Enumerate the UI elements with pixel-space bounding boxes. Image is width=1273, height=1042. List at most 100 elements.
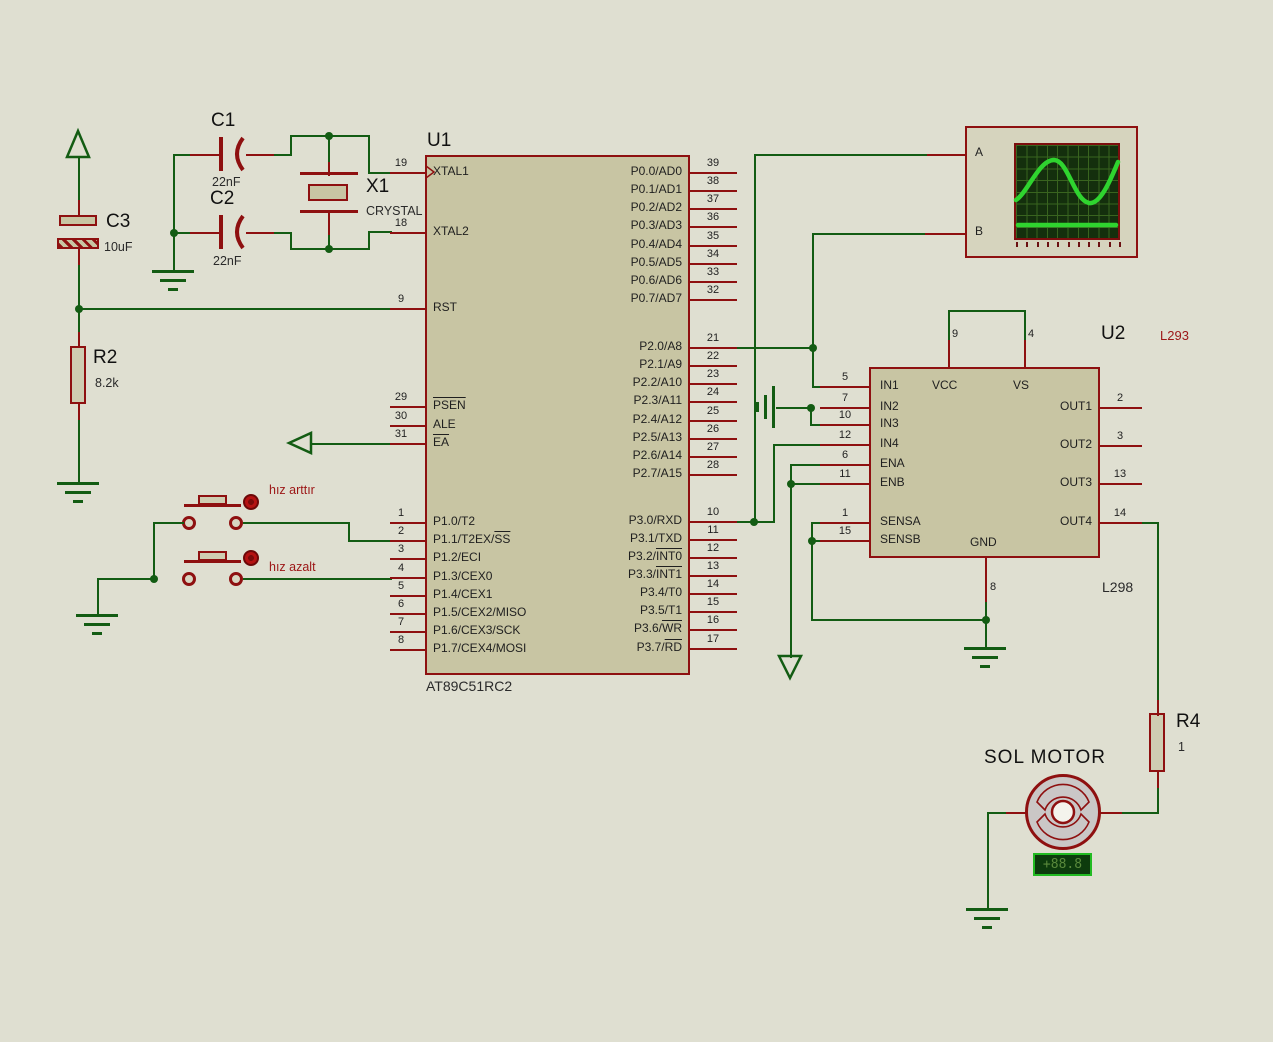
- crystal-value: CRYSTAL: [366, 204, 423, 218]
- u1-pin-name: P2.7/A15: [500, 467, 682, 480]
- pin-name-text: RD: [664, 640, 682, 654]
- u1-pin-stub: [690, 299, 737, 301]
- wire-segment: [985, 600, 987, 649]
- button1-actuator-icon[interactable]: [243, 494, 259, 510]
- u1-pin-stub: [690, 593, 737, 595]
- u2-pin-name: OUT2: [992, 438, 1092, 451]
- pin-name-text: P2.1/A9: [639, 357, 682, 371]
- c2-plate-curved: [235, 214, 245, 250]
- u1-pin-name: P0.6/AD6: [500, 274, 682, 287]
- scope-channel-b-label: B: [975, 224, 984, 238]
- u1-pin-name: XTAL1: [433, 165, 469, 178]
- u2-chip-body[interactable]: [869, 367, 1100, 558]
- component-lead: [246, 232, 274, 234]
- u1-reference: U1: [427, 130, 452, 151]
- pin-name-text: XTAL2: [433, 224, 469, 238]
- scope-trace-waveform: [1013, 157, 1121, 228]
- wire-segment: [1120, 812, 1159, 814]
- button2-terminal-right[interactable]: [229, 572, 243, 586]
- component-lead: [948, 340, 950, 369]
- pin-name-text: P0.5/AD5: [630, 255, 682, 269]
- u1-pin-name: P1.5/CEX2/MISO: [433, 606, 526, 619]
- u2-pin-name: ENB: [880, 476, 905, 489]
- c2-plate-straight[interactable]: [219, 215, 223, 249]
- r4-body[interactable]: [1149, 713, 1165, 772]
- wire-segment: [1024, 310, 1026, 342]
- u1-pin-stub: [690, 383, 737, 385]
- u1-pin-stub: [690, 575, 737, 577]
- pin-number: 19: [394, 157, 408, 169]
- u1-pin-stub: [690, 539, 737, 541]
- button2-actuator-icon[interactable]: [243, 550, 259, 566]
- wire-segment: [78, 158, 80, 202]
- u1-pin-name: P0.4/AD4: [500, 238, 682, 251]
- wire-segment: [368, 231, 392, 233]
- u1-pin-name: P2.0/A8: [500, 340, 682, 353]
- pin-number: 6: [397, 598, 405, 610]
- pin-number: 12: [838, 429, 852, 441]
- wire-segment: [735, 347, 814, 349]
- wire-segment: [754, 154, 756, 523]
- component-lead: [78, 248, 80, 265]
- crystal-body[interactable]: [308, 184, 348, 201]
- junction-dot: [807, 404, 815, 412]
- pin-number: 38: [706, 175, 720, 187]
- junction-dot: [809, 344, 817, 352]
- pin-name-text: P3.0/RXD: [628, 513, 682, 527]
- u1-pin-name: P0.3/AD3: [500, 219, 682, 232]
- pin-number: 14: [706, 578, 720, 590]
- u2-pin-name: OUT1: [992, 400, 1092, 413]
- junction-dot: [75, 305, 83, 313]
- pin-name-text: SENSB: [880, 532, 921, 546]
- ground-symbol-bar: [73, 500, 83, 503]
- pin-number: 26: [706, 423, 720, 435]
- u2-pin-name: VCC: [932, 379, 957, 392]
- u1-pin-name: XTAL2: [433, 225, 469, 238]
- pin-name-text: P3.1/TXD: [629, 531, 682, 545]
- pin-number: 12: [706, 542, 720, 554]
- u1-pin-name: P3.0/RXD: [500, 514, 682, 527]
- pin-name-text: ALE: [433, 417, 456, 431]
- wire-segment: [153, 522, 155, 580]
- scope-scale-tick: [1119, 242, 1121, 247]
- u1-pin-stub: [390, 540, 427, 542]
- c2-reference: C2: [210, 188, 235, 209]
- component-lead: [927, 154, 967, 156]
- u2-pin-stub: [820, 540, 871, 542]
- junction-dot: [787, 480, 795, 488]
- scope-scale-tick: [1088, 242, 1091, 247]
- ground-symbol-bar: [980, 665, 990, 668]
- button1-terminal-right[interactable]: [229, 516, 243, 530]
- c3-value: 10uF: [104, 240, 133, 254]
- button2-terminal-left[interactable]: [182, 572, 196, 586]
- scope-scale-tick: [1067, 242, 1070, 247]
- pin-number: 21: [706, 332, 720, 344]
- pin-number: 11: [707, 524, 719, 536]
- ground-symbol-bar: [65, 491, 91, 494]
- u1-chip-body[interactable]: [425, 155, 690, 675]
- r4-value: 1: [1178, 740, 1185, 754]
- wire-segment: [810, 424, 824, 426]
- pin-number: 27: [706, 441, 720, 453]
- scope-scale-tick: [1098, 242, 1101, 247]
- wire-segment: [810, 407, 812, 426]
- wire-segment: [368, 231, 370, 250]
- u2-pin-name: GND: [970, 536, 997, 549]
- scope-scale-tick: [1057, 242, 1060, 247]
- wire-segment: [987, 812, 1008, 814]
- c1-plate-straight[interactable]: [219, 137, 223, 171]
- u2-pin-name: OUT4: [992, 515, 1092, 528]
- motor-symbol[interactable]: [1023, 772, 1103, 852]
- u1-pin-name: P3.4/T0: [500, 586, 682, 599]
- button1-terminal-left[interactable]: [182, 516, 196, 530]
- u1-pin-name: P1.6/CEX3/SCK: [433, 624, 520, 637]
- pin-number: 35: [706, 230, 720, 242]
- junction-dot: [750, 518, 758, 526]
- pin-name-text: P0.3/AD3: [630, 218, 682, 232]
- u1-pin-stub: [690, 521, 737, 523]
- pin-name-text: P3.4/T0: [639, 585, 682, 599]
- r2-body[interactable]: [70, 346, 86, 404]
- u1-pin-stub: [690, 648, 737, 650]
- component-lead: [328, 162, 330, 176]
- wire-segment: [948, 310, 1026, 312]
